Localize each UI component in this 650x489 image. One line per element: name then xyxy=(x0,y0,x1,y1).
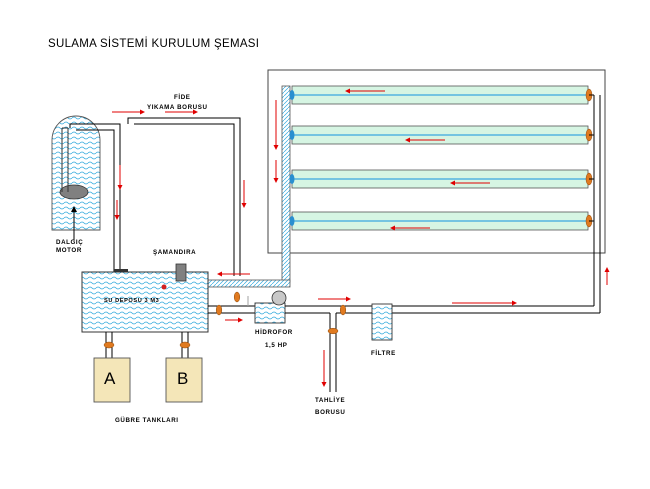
fertilizer-tank-b xyxy=(165,357,203,403)
growing-beds xyxy=(289,85,593,231)
supply-manifold xyxy=(281,85,291,283)
drain-label-line1: TAHLİYE xyxy=(315,397,346,404)
fertilizer-tank-a-label: A xyxy=(104,369,116,388)
tank-outlet-pipe xyxy=(208,305,255,314)
flow-arrows xyxy=(112,88,610,387)
page-title: SULAMA SİSTEMİ KURULUM ŞEMASI xyxy=(48,38,260,50)
main-line-valve xyxy=(339,304,347,316)
fertilizer-tank-connections xyxy=(105,332,189,358)
submersible-label-line2: MOTOR xyxy=(56,247,82,254)
filter xyxy=(371,303,393,341)
fertilizer-tanks-label: GÜBRE TANKLARI xyxy=(115,417,179,424)
fertilizer-tank-a xyxy=(93,357,131,403)
water-tank xyxy=(81,271,209,333)
seedling-wash-pipe xyxy=(127,117,241,276)
hydrophore-pump xyxy=(254,302,286,324)
drain-label-line2: BORUSU xyxy=(315,409,346,416)
float-valve xyxy=(175,263,187,282)
return-valve xyxy=(233,291,241,303)
fide-label-line2: YIKAMA BORUSU xyxy=(147,104,208,111)
hydrophore-label-line2: 1,5 HP xyxy=(265,342,288,349)
well-with-submersible-motor xyxy=(51,115,101,240)
drain-valve xyxy=(327,327,339,335)
well-to-tank-pipe xyxy=(69,123,128,273)
main-supply-line xyxy=(285,299,601,392)
submersible-label-line1: DALGIÇ xyxy=(56,239,84,246)
fide-label-line1: FİDE xyxy=(174,94,191,101)
manifold-link-pipe xyxy=(207,279,291,288)
right-collector-pipe xyxy=(589,94,601,306)
water-tank-label: SU DEPOSU 3 M3 xyxy=(104,298,160,304)
hydrophore-label-line1: HİDROFOR xyxy=(255,329,293,336)
fertilizer-tank-b-label: B xyxy=(177,369,189,388)
filter-label: FİLTRE xyxy=(371,350,396,357)
float-valve-label: ŞAMANDIRA xyxy=(153,249,197,256)
tank-outlet-valve xyxy=(215,304,223,316)
